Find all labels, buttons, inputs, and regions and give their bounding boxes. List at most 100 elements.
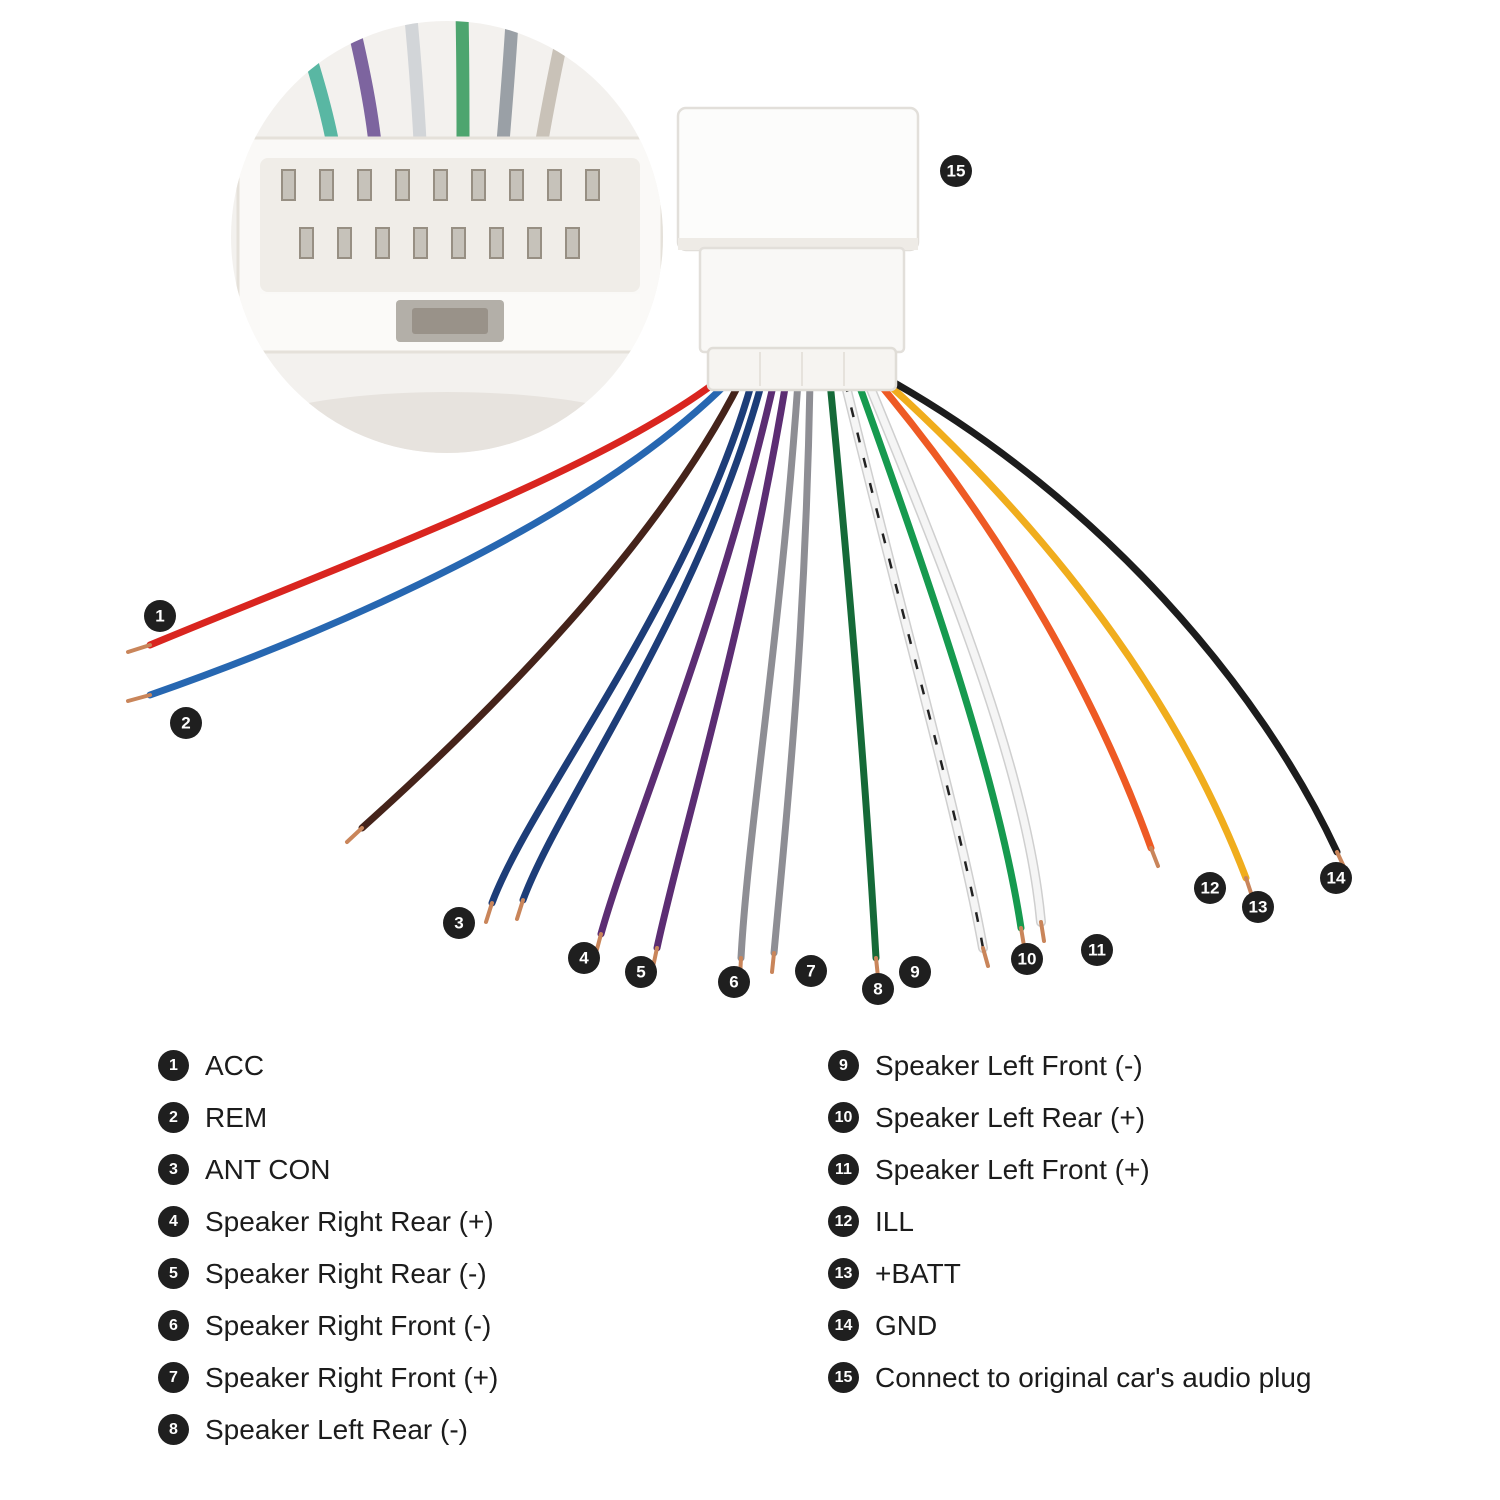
svg-text:2: 2: [181, 714, 190, 733]
legend-number-badge: 13: [828, 1258, 859, 1289]
svg-text:1: 1: [155, 607, 164, 626]
svg-text:6: 6: [729, 973, 738, 992]
wire-ant-brown: [358, 378, 744, 832]
svg-text:3: 3: [454, 914, 463, 933]
svg-text:4: 4: [579, 949, 589, 968]
wire-gray-1: [737, 378, 802, 962]
legend-item-spk-lf-minus: 9 Speaker Left Front (-): [828, 1050, 1312, 1081]
inset-pin-row-2: [299, 227, 580, 259]
legend-label: +BATT: [875, 1257, 961, 1289]
svg-text:9: 9: [910, 963, 919, 982]
legend-item-spk-lf-plus: 11 Speaker Left Front (+): [828, 1154, 1312, 1185]
inset-wire-white: [403, 21, 427, 143]
inset-wire-green: [455, 21, 470, 139]
legend-number-badge: 7: [158, 1362, 189, 1393]
legend-label: ANT CON: [205, 1153, 331, 1185]
legend-label: GND: [875, 1309, 938, 1341]
legend-item-batt: 13 +BATT: [828, 1258, 1312, 1289]
legend-item-ill: 12 ILL: [828, 1206, 1312, 1237]
legend-label: REM: [205, 1101, 268, 1133]
wire-gray-2: [770, 378, 814, 957]
legend-item-spk-rf-minus: 6 Speaker Right Front (-): [158, 1310, 498, 1341]
legend-item-spk-rr-minus: 5 Speaker Right Rear (-): [158, 1258, 498, 1289]
legend-label: Speaker Left Front (-): [875, 1049, 1143, 1081]
wire-tip-ant: [345, 826, 364, 844]
legend-label: Speaker Right Rear (+): [205, 1205, 494, 1237]
svg-text:11: 11: [1088, 941, 1106, 960]
svg-text:14: 14: [1327, 869, 1346, 888]
wire-marker-5: 5: [625, 956, 657, 988]
legend-item-spk-rr-plus: 4 Speaker Right Rear (+): [158, 1206, 498, 1237]
legend-label: ILL: [875, 1205, 914, 1237]
legend-label: ACC: [205, 1049, 265, 1081]
wire-marker-10: 10: [1011, 943, 1043, 975]
inset-shadow: [237, 392, 657, 453]
legend-item-original-plug: 15 Connect to original car's audio plug: [828, 1362, 1312, 1393]
wire-white-black-stripe: [843, 381, 985, 949]
legend-number-badge: 1: [158, 1050, 189, 1081]
wire-black: [889, 378, 1341, 856]
svg-text:13: 13: [1249, 898, 1268, 917]
legend-label: Speaker Right Rear (-): [205, 1257, 487, 1289]
wire-green: [854, 378, 1025, 932]
wire-marker-3: 3: [443, 907, 475, 939]
inset-connector-cavity: [260, 158, 640, 292]
wire-purple-2: [653, 378, 790, 952]
wire-marker-9: 9: [899, 956, 931, 988]
svg-text:15: 15: [947, 162, 966, 181]
wire-rem-blue: [146, 378, 732, 699]
svg-text:7: 7: [806, 962, 815, 981]
legend-item-spk-rf-plus: 7 Speaker Right Front (+): [158, 1362, 498, 1393]
wire-navy-1: [488, 378, 756, 907]
wiring-diagram: 1 2 3 4 5 6 7 8 9 10 11 12 13 14 15: [126, 21, 1352, 1005]
legend-number-badge: 3: [158, 1154, 189, 1185]
wire-marker-7: 7: [795, 955, 827, 987]
wire-purple-1: [597, 378, 778, 938]
legend-number-badge: 2: [158, 1102, 189, 1133]
connector-pins-closeup-inset: [231, 21, 663, 453]
legend-label: Speaker Left Rear (-): [205, 1413, 468, 1445]
wire-marker-15: 15: [940, 155, 972, 187]
legend-number-badge: 9: [828, 1050, 859, 1081]
wire-tip-navy-1: [484, 901, 494, 924]
legend-number-badge: 8: [158, 1414, 189, 1445]
wire-tip-navy-2: [515, 898, 525, 921]
connector-top-block: [676, 106, 920, 252]
legend-item-spk-lr-plus: 10 Speaker Left Rear (+): [828, 1102, 1312, 1133]
wire-tip-rem: [126, 693, 152, 703]
wire-fan: [126, 377, 1347, 979]
legend-item-acc: 1 ACC: [158, 1050, 498, 1081]
legend-number-badge: 4: [158, 1206, 189, 1237]
wire-dark-green: [826, 378, 880, 962]
wire-tip-green: [1019, 926, 1026, 948]
svg-text:8: 8: [873, 980, 882, 999]
inset-pin-row-1: [281, 169, 600, 201]
legend-number-badge: 11: [828, 1154, 859, 1185]
wire-marker-6: 6: [718, 966, 750, 998]
wire-marker-2: 2: [170, 707, 202, 739]
svg-text:10: 10: [1018, 950, 1037, 969]
legend-label: Speaker Left Rear (+): [875, 1101, 1146, 1133]
svg-text:5: 5: [636, 963, 645, 982]
harness-connector: [676, 106, 920, 392]
legend-number-badge: 5: [158, 1258, 189, 1289]
wire-tip-white-black: [981, 946, 990, 968]
wire-white: [864, 378, 1045, 926]
legend-item-ant-con: 3 ANT CON: [158, 1154, 498, 1185]
wire-orange: [874, 378, 1155, 852]
wire-marker-8: 8: [862, 973, 894, 1005]
legend-item-rem: 2 REM: [158, 1102, 498, 1133]
legend-number-badge: 6: [158, 1310, 189, 1341]
wire-marker-14: 14: [1320, 862, 1352, 894]
connector-neck: [698, 246, 906, 354]
legend-label: Speaker Right Front (-): [205, 1309, 492, 1341]
legend-label: Speaker Right Front (+): [205, 1361, 499, 1393]
legend-item-gnd: 14 GND: [828, 1310, 1312, 1341]
wire-marker-12: 12: [1194, 872, 1226, 904]
wire-acc-red: [146, 378, 720, 649]
wire-tip-gray-2: [770, 951, 776, 974]
inset-connector-latch-inner: [412, 308, 488, 334]
wire-marker-1: 1: [144, 600, 176, 632]
wire-tip-white: [1039, 920, 1046, 943]
